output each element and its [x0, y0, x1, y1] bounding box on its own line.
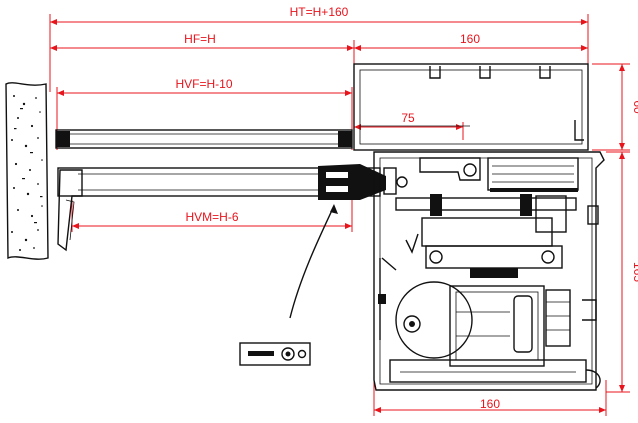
- bottom-width-label: 160: [480, 397, 500, 411]
- box-height-label: 60: [631, 100, 638, 114]
- offset-label: 75: [401, 111, 415, 125]
- side-height-label: 165: [631, 262, 638, 282]
- sensor-plate-icon: [239, 342, 311, 366]
- sensor-callout: [239, 204, 338, 366]
- hf-label: HF=H: [184, 32, 216, 46]
- drive-mechanism: [373, 151, 605, 391]
- hvf-label: HVF=H-10: [175, 77, 232, 91]
- wall-speckles: [11, 95, 43, 251]
- fixed-panel: [55, 129, 353, 149]
- hvm-label: HVM=H-6: [185, 210, 238, 224]
- dimension-labels: HT=H+160 HF=H 160 HVF=H-10 75 60 HVM=H-6…: [175, 5, 638, 411]
- header-box: [353, 63, 589, 151]
- top-width-label: 160: [460, 32, 480, 46]
- dimension-lines: [49, 14, 630, 416]
- ht-label: HT=H+160: [290, 5, 349, 19]
- moving-panel: [57, 164, 408, 252]
- hatched-wall: [5, 82, 49, 260]
